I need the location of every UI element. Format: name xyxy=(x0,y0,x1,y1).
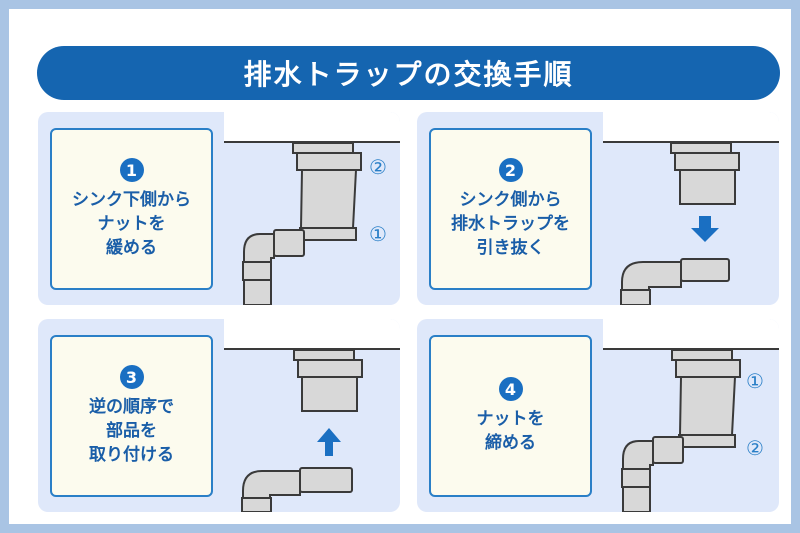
step-text-line: 逆の順序で xyxy=(89,397,174,417)
step-number-badge: 1 xyxy=(119,158,144,182)
step-text-line: 取り付ける xyxy=(89,445,174,465)
step-card-1: 1 シンク下側から ナットを 緩める xyxy=(50,128,213,290)
step-card-2: 2 シンク側から 排水トラップを 引き抜く xyxy=(429,128,592,290)
step-text-line: ナットを xyxy=(97,214,166,234)
step-2-illustration xyxy=(603,112,779,305)
step-text-line: 締める xyxy=(485,433,536,453)
step-text-line: 部品を xyxy=(106,421,157,441)
step-panel-2: 2 シンク側から 排水トラップを 引き抜く xyxy=(417,112,779,305)
step-3-illustration xyxy=(224,319,400,512)
step-text-line: シンク側から xyxy=(459,190,562,210)
step-panel-4: 4 ナットを 締める ① ② xyxy=(417,319,779,512)
step-4-markers: ① ② xyxy=(746,369,764,460)
step-text-line: シンク下側から xyxy=(72,190,191,210)
marker-label: ② xyxy=(369,155,387,179)
down-arrow-icon xyxy=(691,216,719,242)
step-number-badge: 3 xyxy=(119,365,144,389)
step-text-line: 緩める xyxy=(106,238,157,258)
step-1-markers: ② ① xyxy=(369,155,387,246)
step-1-illustration xyxy=(224,112,400,305)
step-text-line: ナットを xyxy=(476,409,545,429)
step-number-badge: 4 xyxy=(498,377,523,401)
step-4-illustration xyxy=(603,319,779,512)
step-text-line: 排水トラップを xyxy=(451,214,570,234)
step-panel-1: 1 シンク下側から ナットを 緩める ② ① xyxy=(38,112,400,305)
step-text-line: 引き抜く xyxy=(476,238,545,258)
diagram-title: 排水トラップの交換手順 xyxy=(37,46,780,100)
step-number-badge: 2 xyxy=(498,158,523,182)
marker-label: ① xyxy=(746,369,764,393)
step-panel-3: 3 逆の順序で 部品を 取り付ける xyxy=(38,319,400,512)
step-card-3: 3 逆の順序で 部品を 取り付ける xyxy=(50,335,213,497)
marker-label: ② xyxy=(746,436,764,460)
up-arrow-icon xyxy=(317,428,341,456)
step-card-4: 4 ナットを 締める xyxy=(429,335,592,497)
marker-label: ① xyxy=(369,222,387,246)
